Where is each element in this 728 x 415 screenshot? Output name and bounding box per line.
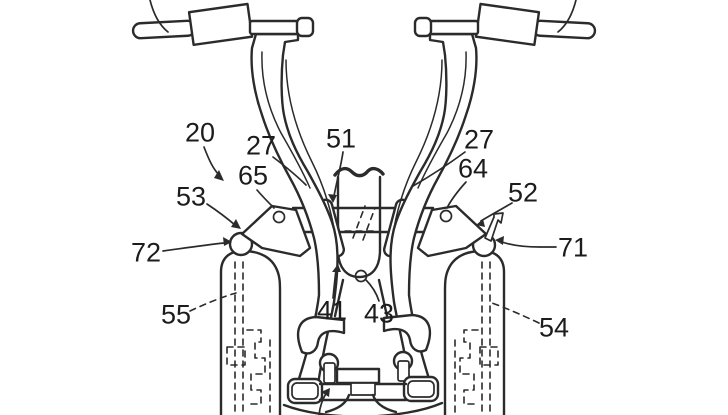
leader-offscreen-top-left [149, 0, 169, 33]
leader-43 [365, 279, 380, 302]
bracket-right [416, 204, 488, 258]
grip-right [531, 19, 597, 40]
handlebar-right [413, 2, 597, 47]
clamp-hook-43 [382, 313, 432, 353]
lower-mechanism [282, 313, 444, 415]
leader-20 [203, 146, 221, 177]
pivot-right [439, 209, 453, 223]
pivot-left [272, 210, 286, 224]
fender-curve-left [282, 403, 344, 415]
leader-72 [162, 242, 225, 252]
switch-block-left [187, 2, 254, 47]
motion-arrow-icon [484, 212, 504, 242]
leader-53 [206, 203, 236, 226]
leader-27-left [272, 156, 307, 186]
leader-offscreen-top-right [557, 0, 577, 33]
leader-27-right [412, 151, 466, 187]
cover-left [219, 249, 282, 415]
clamp-hook-41 [296, 315, 346, 355]
leader-54 [491, 302, 540, 324]
cover-right [443, 249, 506, 415]
switch-block-right [474, 2, 541, 47]
leader-51 [333, 151, 344, 197]
leader-64 [446, 181, 467, 209]
leader-55 [189, 292, 237, 312]
leader-lines [149, 0, 577, 415]
fender-curve-right [376, 401, 444, 415]
leader-41 [332, 269, 337, 299]
leader-71 [501, 241, 557, 248]
leader-65 [256, 189, 275, 209]
